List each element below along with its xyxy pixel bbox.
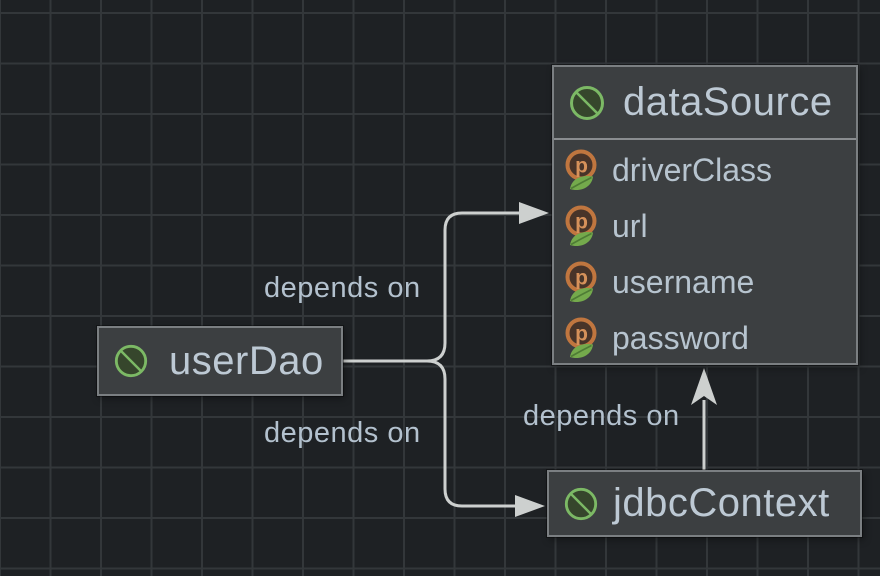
arrowhead-icon	[519, 202, 549, 224]
spring-property-icon: p	[565, 149, 597, 191]
node-title: jdbcContext	[613, 481, 830, 525]
svg-text:p: p	[575, 155, 588, 178]
svg-text:p: p	[575, 323, 588, 346]
node-header[interactable]: userDao	[99, 328, 341, 394]
spring-bean-icon	[570, 85, 604, 120]
svg-text:p: p	[575, 267, 588, 290]
spring-property-icon: p	[565, 261, 597, 303]
arrowhead-icon	[691, 368, 717, 405]
property-label: url	[612, 207, 648, 244]
property-label: password	[612, 319, 749, 356]
spring-property-icon: p	[565, 205, 597, 247]
svg-text:p: p	[575, 211, 588, 234]
spring-bean-icon	[564, 487, 598, 520]
property-label: username	[612, 263, 755, 300]
property-label: driverClass	[612, 151, 773, 188]
edge-userdao-jdbccontext[interactable]	[341, 359, 545, 517]
edge-userdao-datasource[interactable]	[341, 202, 549, 363]
node-title: dataSource	[623, 80, 833, 124]
property-row[interactable]: p password	[554, 310, 856, 366]
bean-node-jdbccontext[interactable]: jdbcContext	[547, 470, 862, 537]
edge-label-depends-on: depends on	[264, 417, 421, 449]
bean-node-userdao[interactable]: userDao	[97, 326, 343, 396]
spring-property-icon: p	[565, 317, 597, 359]
edge-label-depends-on: depends on	[264, 272, 421, 304]
property-row[interactable]: p username	[554, 254, 856, 310]
node-title: userDao	[169, 338, 324, 383]
arrowhead-icon	[515, 495, 545, 517]
spring-bean-icon	[114, 344, 148, 378]
property-row[interactable]: p url	[554, 198, 856, 254]
property-row[interactable]: p driverClass	[554, 142, 856, 198]
node-header[interactable]: jdbcContext	[549, 472, 860, 535]
edge-label-depends-on: depends on	[523, 400, 680, 432]
node-header[interactable]: dataSource	[554, 67, 856, 140]
bean-node-datasource[interactable]: dataSource p driverClass p url	[552, 65, 858, 365]
property-list: p driverClass p url p	[554, 140, 856, 366]
edge-jdbccontext-datasource[interactable]	[691, 368, 717, 470]
